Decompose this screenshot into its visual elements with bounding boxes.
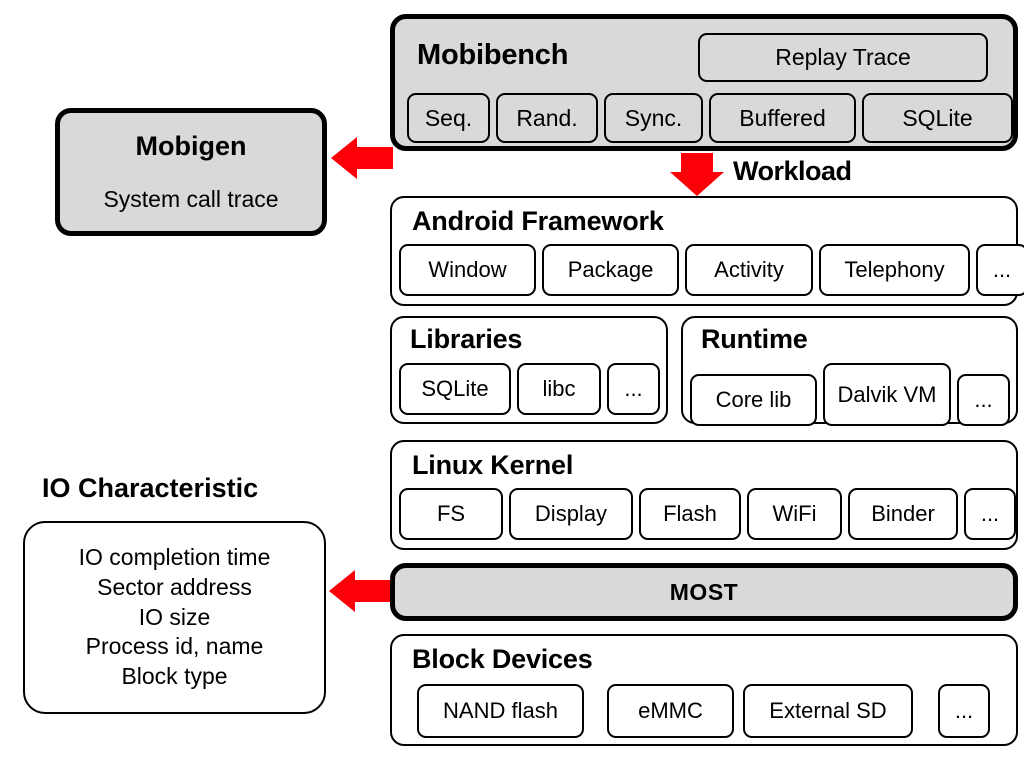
io-characteristic-title: IO Characteristic <box>42 473 259 503</box>
block-chip-external-sd[interactable]: External SD <box>743 684 913 738</box>
android-chip-window[interactable]: Window <box>399 244 536 296</box>
mobibench-chip-rand[interactable]: Rand. <box>496 93 598 143</box>
android-chip-package[interactable]: Package <box>542 244 679 296</box>
most-box: MOST <box>390 563 1018 621</box>
io-characteristic-line: Sector address <box>97 574 252 601</box>
io-characteristic-line: IO completion time <box>78 544 271 571</box>
mobibench-chip-seq[interactable]: Seq. <box>407 93 490 143</box>
kernel-chip-fs[interactable]: FS <box>399 488 503 540</box>
libraries-chip-sqlite[interactable]: SQLite <box>399 363 511 415</box>
mobibench-box: Mobibench Replay Trace Seq. Rand. Sync. … <box>390 14 1018 151</box>
mobibench-chip-sqlite[interactable]: SQLite <box>862 93 1013 143</box>
block-chip-nand-flash[interactable]: NAND flash <box>417 684 584 738</box>
android-framework-box: Android Framework Window Package Activit… <box>390 196 1024 306</box>
android-chip-ellipsis[interactable]: ... <box>976 244 1024 296</box>
mobibench-title: Mobibench <box>417 39 569 71</box>
kernel-chip-ellipsis[interactable]: ... <box>964 488 1016 540</box>
runtime-title: Runtime <box>701 324 808 354</box>
mobigen-subtitle: System call trace <box>103 186 279 212</box>
libraries-chip-ellipsis[interactable]: ... <box>607 363 660 415</box>
kernel-chip-binder[interactable]: Binder <box>848 488 958 540</box>
mobibench-chip-buffered[interactable]: Buffered <box>709 93 856 143</box>
block-devices-title: Block Devices <box>412 644 593 674</box>
io-characteristic-line: IO size <box>138 603 211 630</box>
kernel-chip-flash[interactable]: Flash <box>639 488 741 540</box>
linux-kernel-title: Linux Kernel <box>412 450 574 480</box>
android-chip-activity[interactable]: Activity <box>685 244 813 296</box>
block-chip-emmc[interactable]: eMMC <box>607 684 734 738</box>
libraries-title: Libraries <box>410 324 523 354</box>
android-chip-telephony[interactable]: Telephony <box>819 244 970 296</box>
libraries-box: Libraries SQLite libc ... <box>390 316 668 424</box>
runtime-box: Runtime Core lib Dalvik VM ... <box>681 316 1018 426</box>
workload-label: Workload <box>733 156 852 186</box>
block-devices-box: Block Devices NAND flash eMMC External S… <box>390 634 1018 746</box>
linux-kernel-box: Linux Kernel FS Display Flash WiFi Binde… <box>390 440 1018 550</box>
kernel-chip-wifi[interactable]: WiFi <box>747 488 842 540</box>
runtime-chip-dalvik-vm[interactable]: Dalvik VM <box>823 363 951 426</box>
mobigen-box: Mobigen System call trace <box>55 108 327 236</box>
libraries-chip-libc[interactable]: libc <box>517 363 601 415</box>
mobigen-title: Mobigen <box>135 131 247 161</box>
most-title: MOST <box>669 578 739 605</box>
mobibench-chip-sync[interactable]: Sync. <box>604 93 703 143</box>
io-characteristic-line: Process id, name <box>85 633 264 660</box>
android-framework-title: Android Framework <box>412 206 664 236</box>
runtime-chip-ellipsis[interactable]: ... <box>957 374 1010 426</box>
io-characteristic-line: Block type <box>121 662 228 689</box>
block-chip-ellipsis[interactable]: ... <box>938 684 990 738</box>
io-characteristic-box: IO completion time Sector address IO siz… <box>23 521 326 714</box>
runtime-chip-core-lib[interactable]: Core lib <box>690 374 817 426</box>
kernel-chip-display[interactable]: Display <box>509 488 633 540</box>
replay-trace-chip[interactable]: Replay Trace <box>698 33 988 82</box>
